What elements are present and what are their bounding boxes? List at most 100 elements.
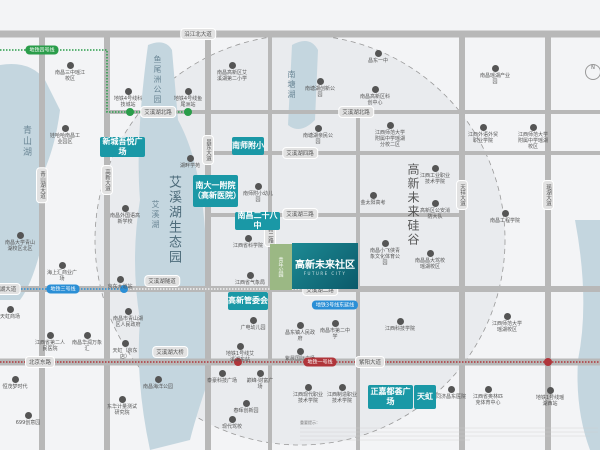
poi-icon [426,250,434,257]
road-label: 艾溪湖北路 [338,106,374,118]
poi-icon [121,205,129,212]
poi-label[interactable]: 地铁4号线鱼尾洲站 [173,88,203,108]
poi-label[interactable]: 娃哈哈南昌工业园区 [50,125,80,145]
road-label: 沿江北大道 [180,28,216,40]
poi-label[interactable]: 昌东镇人民政府 [285,322,315,342]
poi-label[interactable]: 紫晨国际广场 [285,348,315,362]
poi-label[interactable]: 现代驾校 [217,416,247,430]
poi-label[interactable]: 江西省奥林匹克体育中心 [473,386,503,406]
poi-label[interactable]: 地铁1号线瑶湖西站 [535,387,565,407]
metro-line-label: 地铁三号线 [46,284,80,294]
poi-icon [116,276,124,283]
highlight-poi[interactable]: 高新管委会 [228,292,268,310]
poi-label[interactable]: 699创意园 [13,412,43,426]
poi-label[interactable]: 南塘湖亲民公园 [303,125,333,145]
poi-label[interactable]: 南昌市青山湖区人民政府 [113,308,143,328]
poi-icon [154,376,162,383]
river [575,220,600,450]
poi-label[interactable]: 高新区公安消防大队 [420,200,450,220]
metro-line-label: 地铁一号线 [303,357,337,367]
poi-label[interactable]: 天虹（京东店） [110,340,140,360]
poi-label[interactable]: 泰豪科技广场 [207,370,237,384]
poi-label[interactable]: 江西外语外贸职业学院 [468,124,498,144]
road-label: 艾溪湖北路 [140,106,176,118]
poi-icon [296,322,304,329]
lake-label: 艾溪湖 [151,200,160,230]
poi-icon [256,370,264,377]
lake-label: 南塘湖 [287,70,296,100]
highlight-poi[interactable]: 天虹 [414,385,436,409]
poi-label[interactable]: 南昌高新区科创中心 [360,86,390,106]
poi-label[interactable]: 同济昌东医院 [436,386,466,400]
poi-label[interactable]: 南昌高新区艾溪湖第二小学 [217,62,247,82]
poi-label[interactable]: 昌东一中 [363,50,393,64]
poi-label[interactable]: 南昌大学青山湖校区北区 [5,232,35,252]
poi-icon [124,88,132,95]
poi-label[interactable]: 江西科技学院 [385,318,415,332]
poi-label[interactable]: 南昌海洋公园 [143,376,173,390]
poi-label[interactable]: 江西现代职业技术学院 [293,384,323,404]
metro-line-label: 地铁四号线 [25,45,59,55]
road-label: 艾溪湖四路 [282,147,318,159]
poi-label[interactable]: 南昌外国语高新学校 [110,205,140,225]
poi-label[interactable]: 南昌昌大驾校瑶湖校区 [415,250,445,270]
poi-label[interactable]: 南塘湖创新公园 [305,78,335,98]
highlight-poi[interactable]: 正嘉都荟广场 [368,385,413,409]
road-label: 瑶湖大道 [542,180,554,210]
poi-label[interactable]: 江西省科学院 [233,235,263,249]
lake-label: 艾溪湖生态园 [166,175,181,265]
poi-label[interactable]: 京东大道站 [105,276,135,290]
poi-label[interactable]: 广电幼儿园 [238,317,268,331]
poi-label[interactable]: 南昌小飞侠青象文化体育公园 [370,240,400,266]
poi-icon [254,183,262,190]
poi-label[interactable]: 江西师范大学附属中学瑶湖校区 [518,124,548,150]
poi-label[interactable]: 江西省第二人民医院 [35,332,65,352]
poi-icon [529,124,537,131]
note-title: 重要提示： [300,420,320,425]
poi-label[interactable]: 金太阳高考 [358,192,388,206]
poi-icon [546,387,554,394]
poi-label[interactable]: 东华计量测试研究院 [107,396,137,416]
project-name: 高新未来社区 [295,260,355,271]
highlight-poi[interactable]: 新城吾悦广场 [100,137,145,157]
poi-icon [447,386,455,393]
poi-label[interactable]: 江西制造职业技术学院 [327,384,357,404]
poi-label[interactable]: 巅峰·财富广场 [245,370,275,390]
poi-icon [431,165,439,172]
poi-label[interactable]: 南昌华润万象汇 [72,332,102,352]
poi-label[interactable]: 南昌瑶湖产业园 [480,65,510,85]
poi-label[interactable]: 江西省气象局 [235,272,265,286]
poi-label[interactable]: 南昌市第二中学 [320,320,350,340]
poi-label[interactable]: 南昌工程学院 [490,210,520,224]
poi-icon [479,124,487,131]
highlight-poi[interactable]: 南大一附院（高新医院） [193,175,241,207]
poi-label[interactable]: 湖畔学苑 [175,155,205,169]
poi-label[interactable]: 地铁4号线科技城站 [113,88,143,108]
poi-icon [11,376,19,383]
highlight-poi[interactable]: 南师附小 [232,137,264,155]
highlight-poi[interactable]: 南昌二十八中 [235,211,280,230]
poi-label[interactable]: 天虹商场 [0,306,25,320]
poi-label[interactable]: 恒茂梦时代 [0,376,30,390]
poi-icon [304,384,312,391]
road-label: 青山湖大道 [36,167,48,203]
poi-icon [118,396,126,403]
poi-label[interactable]: 江西工业职业技术学院 [420,165,450,185]
metro-station-icon [544,358,552,366]
compass-label: N [591,65,595,71]
poi-label[interactable]: 江西师范大学瑶湖校区 [492,313,522,333]
poi-label[interactable]: 南昌三中瑶江校区 [55,62,85,82]
metro-station-icon [234,358,242,366]
poi-label[interactable]: 南师附小幼儿园 [243,183,273,203]
road-label: 艾溪湖三路 [282,208,318,220]
poi-label[interactable]: 海上汇商业广场 [47,262,77,282]
poi-icon [371,86,379,93]
project-marker[interactable]: 高新未来社区 FUTURE CITY [292,243,358,289]
poi-label[interactable]: 江西师范大学附属中学瑶湖分校二区 [375,122,405,148]
road-label: 艾溪湖隧道 [144,275,180,287]
poi-label[interactable]: 春晖创新园 [231,400,261,414]
poi-label[interactable]: 地铁1号线艾溪湖东站 [225,343,255,363]
poi-icon [316,78,324,85]
poi-icon [16,232,24,239]
